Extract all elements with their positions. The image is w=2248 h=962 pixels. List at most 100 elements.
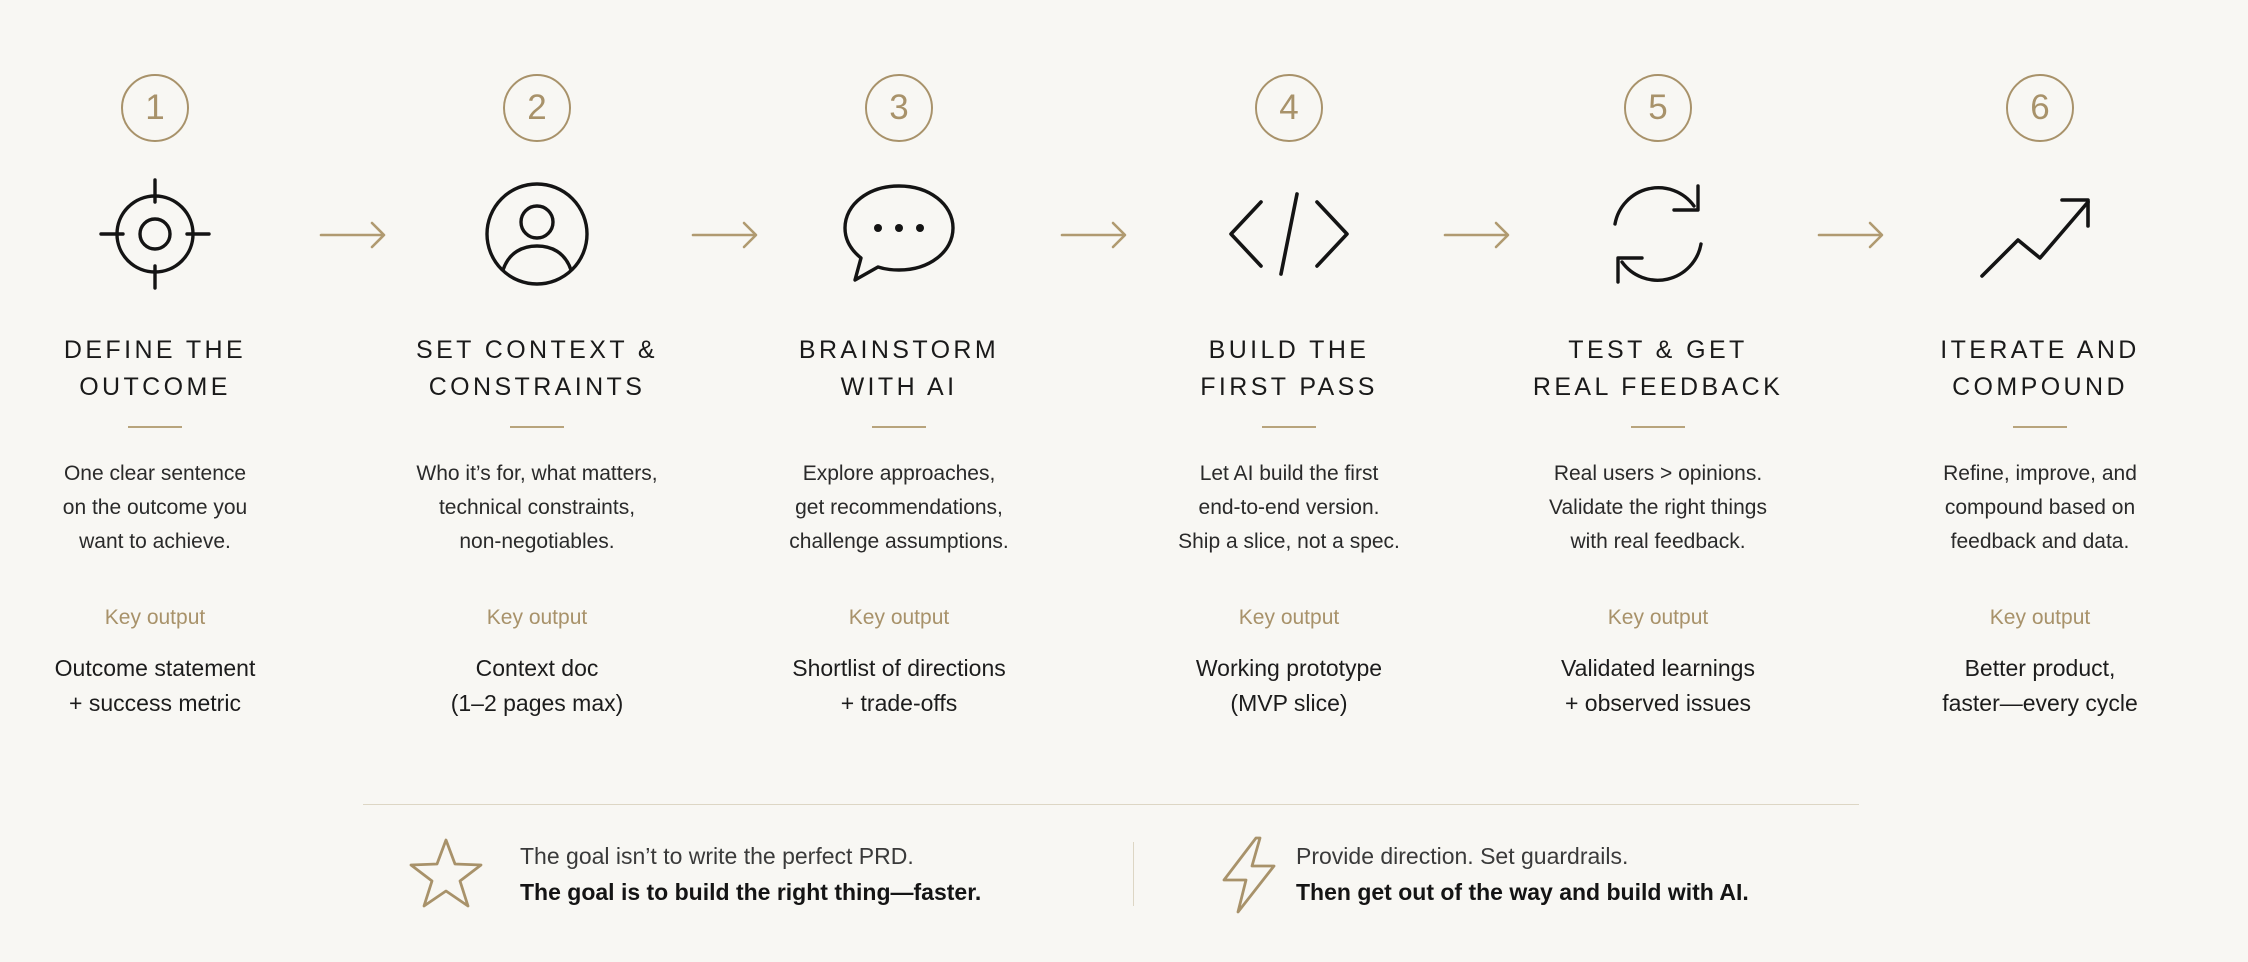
step-title-line: FIRST PASS (1200, 373, 1378, 401)
key-output-value: Context doc (1–2 pages max) (347, 651, 727, 721)
step-description: Real users > opinions. Validate the righ… (1468, 457, 1848, 559)
description-line: compound based on (1944, 496, 2136, 519)
target-icon (93, 172, 217, 296)
key-output-line: + observed issues (1564, 690, 1752, 716)
refresh-icon (1596, 172, 1720, 296)
lightning-icon (1212, 834, 1288, 914)
step-number-badge: 5 (1624, 74, 1692, 142)
key-output-line: (1–2 pages max) (450, 690, 624, 716)
step-description: Explore approaches, get recommendations,… (709, 457, 1089, 559)
key-output-label: Key output (1607, 606, 1709, 629)
key-output-line: Better product, (1964, 655, 2116, 681)
description-line: want to achieve. (79, 530, 231, 553)
footer-quote-text: The goal isn’t to write the perfect PRD.… (520, 838, 981, 910)
arrow-right-icon (1817, 218, 1887, 252)
key-output-line: faster—every cycle (1942, 690, 2138, 716)
title-underline (128, 426, 182, 428)
description-line: Validate the right things (1549, 496, 1767, 519)
key-output-line: (MVP slice) (1230, 690, 1348, 716)
star-icon (408, 834, 484, 914)
key-output-label: Key output (104, 606, 206, 629)
arrow-right-icon (1443, 218, 1513, 252)
footer-quote-emphasis: Then get out of the way and build with A… (1296, 879, 1749, 905)
step-title-line: SET CONTEXT & (416, 336, 658, 364)
title-underline (510, 426, 564, 428)
key-output-line: + trade-offs (840, 690, 958, 716)
footer-vertical-divider (1133, 842, 1134, 906)
step-title: BRAINSTORM WITH AI (709, 332, 1089, 406)
key-output-line: Validated learnings (1561, 655, 1755, 681)
key-output-value: Shortlist of directions + trade-offs (709, 651, 1089, 721)
arrow-right-icon (691, 218, 761, 252)
description-line: with real feedback. (1570, 530, 1746, 553)
title-underline (1631, 426, 1685, 428)
description-line: Let AI build the first (1199, 462, 1379, 485)
step-title-line: REAL FEEDBACK (1532, 373, 1784, 401)
user-icon (475, 172, 599, 296)
footer-quote-text: Provide direction. Set guardrails. Then … (1296, 838, 1749, 910)
step-title-line: WITH AI (840, 373, 958, 401)
step-number-badge: 1 (121, 74, 189, 142)
description-line: feedback and data. (1950, 530, 2130, 553)
step-title-line: BUILD THE (1208, 336, 1370, 364)
title-underline (872, 426, 926, 428)
title-underline (2013, 426, 2067, 428)
step-description: Let AI build the first end-to-end versio… (1099, 457, 1479, 559)
step-number-badge: 6 (2006, 74, 2074, 142)
step-description: One clear sentence on the outcome you wa… (0, 457, 345, 559)
step-title-line: COMPOUND (1952, 373, 2128, 401)
description-line: Ship a slice, not a spec. (1178, 530, 1400, 553)
step-title: DEFINE THE OUTCOME (0, 332, 345, 406)
key-output-line: + success metric (69, 690, 241, 716)
footer-quote-right: Provide direction. Set guardrails. Then … (1212, 834, 1852, 918)
footer-divider (363, 804, 1859, 805)
step-number-badge: 2 (503, 74, 571, 142)
step-title: ITERATE AND COMPOUND (1850, 332, 2230, 406)
step-title-line: CONSTRAINTS (428, 373, 646, 401)
code-icon (1227, 172, 1351, 296)
key-output-line: Shortlist of directions (792, 655, 1006, 681)
key-output-label: Key output (848, 606, 950, 629)
description-line: Real users > opinions. (1553, 462, 1763, 485)
step-title-line: ITERATE AND (1940, 336, 2140, 364)
title-underline (1262, 426, 1316, 428)
description-line: on the outcome you (62, 496, 248, 519)
description-line: get recommendations, (795, 496, 1003, 519)
key-output-line: Context doc (475, 655, 599, 681)
description-line: non-negotiables. (459, 530, 615, 553)
chat-bubble-icon (837, 172, 961, 296)
description-line: Refine, improve, and (1943, 462, 2137, 485)
step-description: Who it’s for, what matters, technical co… (347, 457, 727, 559)
key-output-line: Working prototype (1195, 655, 1383, 681)
trending-up-icon (1978, 172, 2102, 296)
step-title-line: OUTCOME (79, 373, 231, 401)
arrow-right-icon (319, 218, 389, 252)
key-output-value: Outcome statement + success metric (0, 651, 345, 721)
description-line: Explore approaches, (802, 462, 996, 485)
step-description: Refine, improve, and compound based on f… (1850, 457, 2230, 559)
key-output-label: Key output (1989, 606, 2091, 629)
description-line: technical constraints, (438, 496, 636, 519)
step-number-badge: 3 (865, 74, 933, 142)
key-output-line: Outcome statement (54, 655, 256, 681)
key-output-value: Working prototype (MVP slice) (1099, 651, 1479, 721)
footer-quote-emphasis: The goal is to build the right thing—fas… (520, 879, 982, 905)
key-output-label: Key output (486, 606, 588, 629)
step-title-line: BRAINSTORM (798, 336, 1000, 364)
key-output-label: Key output (1238, 606, 1340, 629)
footer-quote-line: The goal isn’t to write the perfect PRD. (520, 843, 914, 869)
footer-quote-line: Provide direction. Set guardrails. (1296, 843, 1629, 869)
arrow-right-icon (1060, 218, 1130, 252)
step-title: BUILD THE FIRST PASS (1099, 332, 1479, 406)
key-output-value: Validated learnings + observed issues (1468, 651, 1848, 721)
description-line: Who it’s for, what matters, (416, 462, 658, 485)
step-title: TEST & GET REAL FEEDBACK (1468, 332, 1848, 406)
description-line: One clear sentence (63, 462, 247, 485)
step-title: SET CONTEXT & CONSTRAINTS (347, 332, 727, 406)
description-line: challenge assumptions. (789, 530, 1009, 553)
step-number-badge: 4 (1255, 74, 1323, 142)
description-line: end-to-end version. (1198, 496, 1380, 519)
step-title-line: TEST & GET (1568, 336, 1748, 364)
footer-quote-left: The goal isn’t to write the perfect PRD.… (408, 834, 1108, 918)
step-title-line: DEFINE THE (63, 336, 247, 364)
